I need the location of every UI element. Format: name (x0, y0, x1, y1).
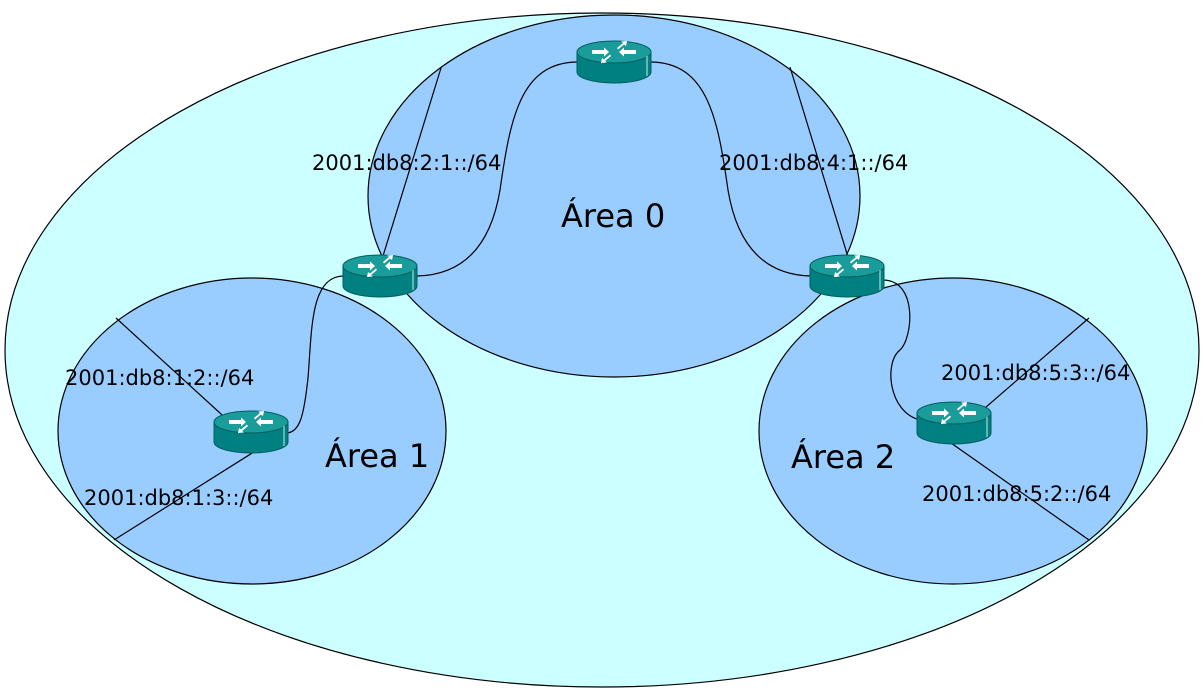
subnet-segment-area0-left (382, 67, 442, 257)
subnet-label-area1-bottom: 2001:db8:1:3::/64 (84, 486, 273, 510)
subnet-label-area1-top: 2001:db8:1:2::/64 (65, 366, 254, 390)
router-icon[interactable] (916, 401, 992, 445)
area-0-region (367, 14, 861, 378)
subnet-label-area0-left: 2001:db8:2:1::/64 (312, 151, 501, 175)
subnet-label-area2-bottom: 2001:db8:5:2::/64 (922, 482, 1111, 506)
link-backbone-to-abr-area1 (416, 61, 579, 277)
area-0-label: Área 0 (561, 197, 665, 235)
router-icon[interactable] (809, 254, 885, 298)
router-icon[interactable] (342, 254, 418, 298)
router-icon[interactable] (213, 410, 289, 454)
area-1-label: Área 1 (325, 437, 429, 475)
subnet-segment-area2-bottom (950, 442, 1090, 541)
link-abr-area1-to-area1-router (285, 275, 345, 434)
subnet-label-area2-top: 2001:db8:5:3::/64 (941, 361, 1130, 385)
subnet-segment-area1-bottom (113, 449, 258, 541)
link-abr-area2-to-area2-router (882, 279, 921, 421)
link-backbone-to-abr-area2 (649, 61, 812, 277)
subnet-label-area0-right: 2001:db8:4:1::/64 (719, 151, 908, 175)
area-2-label: Área 2 (791, 438, 895, 476)
subnet-segment-area0-right (789, 66, 849, 258)
router-icon[interactable] (576, 40, 652, 84)
